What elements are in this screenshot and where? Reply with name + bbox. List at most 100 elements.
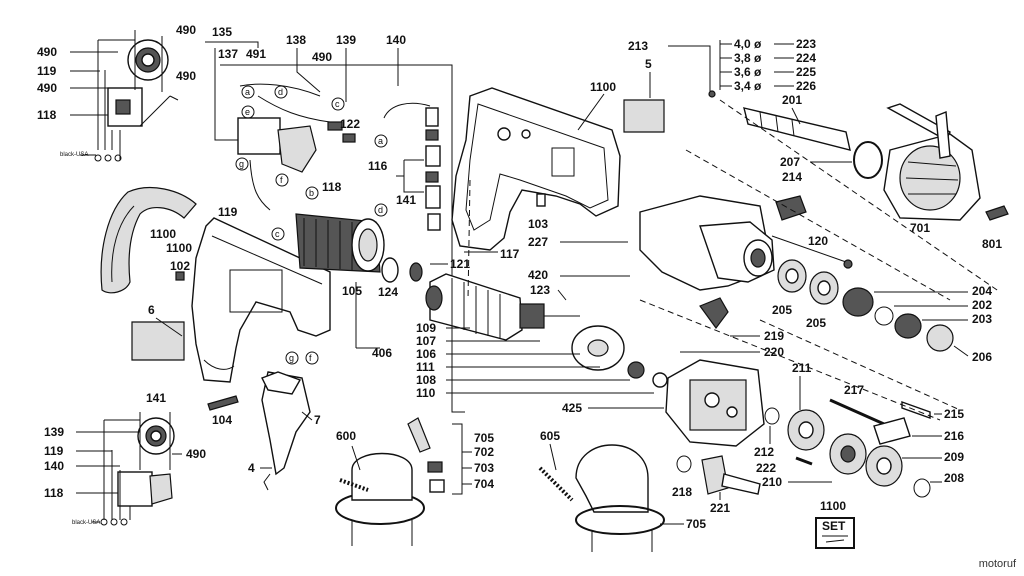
gear-209	[865, 445, 903, 487]
gear-housing	[639, 195, 775, 291]
label-202: 202	[972, 298, 992, 312]
label-702: 702	[474, 445, 494, 459]
plate-704	[429, 479, 445, 493]
label-5: 5	[645, 57, 652, 71]
label-205-a: 205	[772, 303, 792, 317]
part-219	[699, 297, 729, 330]
label-dim-224: 3,8 ø	[734, 51, 762, 65]
label-705-a: 705	[474, 431, 494, 445]
label-119-c: 119	[44, 444, 64, 458]
main-housing	[191, 217, 331, 383]
label-104: 104	[212, 413, 232, 427]
handle-half-left	[100, 186, 197, 294]
label-605: 605	[540, 429, 560, 443]
wiring-schematic-top	[94, 30, 179, 162]
label-116: 116	[368, 159, 388, 173]
label-210: 210	[762, 475, 782, 489]
brush-holders	[383, 102, 441, 231]
lever-702	[407, 417, 431, 453]
spring-215	[901, 401, 931, 419]
letter-g-1: g	[239, 159, 244, 169]
label-dim-226: 3,4 ø	[734, 79, 762, 93]
connector-letters	[235, 85, 388, 241]
label-491: 491	[246, 47, 266, 61]
label-118-b: 118	[322, 180, 342, 194]
label-6: 6	[148, 303, 155, 317]
pin-sizes-list	[719, 40, 732, 90]
set-box	[815, 517, 855, 549]
label-490-e: 490	[312, 50, 332, 64]
label-216: 216	[944, 429, 964, 443]
label-black-usa-b: black-USA	[72, 520, 100, 526]
letter-c-1: c	[335, 99, 340, 109]
label-406: 406	[372, 346, 392, 360]
label-107: 107	[416, 334, 436, 348]
label-207: 207	[780, 155, 800, 169]
pinion-221	[701, 455, 761, 495]
letter-a-1: a	[245, 87, 250, 97]
label-223: 223	[796, 37, 816, 51]
label-106: 106	[416, 347, 436, 361]
label-123: 123	[530, 283, 550, 297]
letter-a-2: a	[378, 136, 383, 146]
label-plate-6	[131, 321, 185, 361]
side-handle-605	[538, 444, 665, 552]
drill-chuck	[883, 103, 981, 221]
shaft-217	[829, 398, 885, 426]
label-135: 135	[212, 25, 232, 39]
label-490-b: 490	[37, 45, 57, 59]
screw-104	[207, 395, 239, 411]
bearing-124	[381, 257, 399, 283]
switch-group	[205, 41, 465, 413]
ring-218	[676, 455, 692, 473]
letter-f-2: f	[309, 353, 312, 363]
part-214	[775, 195, 807, 221]
label-226: 226	[796, 79, 816, 93]
label-218: 218	[672, 485, 692, 499]
label-139-a: 139	[336, 33, 356, 47]
label-141-b: 141	[146, 391, 166, 405]
label-4: 4	[248, 461, 255, 475]
label-704: 704	[474, 477, 494, 491]
label-227: 227	[528, 235, 548, 249]
label-109: 109	[416, 321, 436, 335]
label-801: 801	[982, 237, 1002, 251]
label-222: 222	[756, 461, 776, 475]
label-7: 7	[314, 413, 321, 427]
label-208: 208	[944, 471, 964, 485]
bearing-206	[926, 324, 954, 352]
label-plate-5	[623, 99, 665, 133]
label-set: SET	[822, 519, 846, 533]
label-224: 224	[796, 51, 816, 65]
pin-103	[536, 193, 546, 207]
label-119-b: 119	[218, 205, 238, 219]
label-140-a: 140	[386, 33, 406, 47]
label-117: 117	[500, 247, 520, 261]
label-420: 420	[528, 268, 548, 282]
label-108: 108	[416, 373, 436, 387]
label-139-b: 139	[44, 425, 64, 439]
label-110: 110	[416, 386, 436, 400]
plate-216	[873, 417, 911, 445]
field-coil	[295, 213, 385, 273]
label-138: 138	[286, 33, 306, 47]
label-425: 425	[562, 401, 582, 415]
label-205-b: 205	[806, 316, 826, 330]
label-701: 701	[910, 221, 930, 235]
bearing-121	[409, 262, 423, 282]
label-490-d: 490	[37, 81, 57, 95]
housing-half-center	[451, 87, 621, 251]
label-120: 120	[808, 234, 828, 248]
label-225: 225	[796, 65, 816, 79]
label-217: 217	[844, 383, 864, 397]
label-dim-225: 3,6 ø	[734, 65, 762, 79]
label-111: 111	[416, 360, 435, 374]
label-490-c: 490	[176, 69, 196, 83]
label-102: 102	[170, 259, 190, 273]
label-213: 213	[628, 39, 648, 53]
clutch-210	[829, 433, 867, 475]
label-212: 212	[754, 445, 774, 459]
gear-205-b	[809, 271, 839, 305]
letter-e: e	[245, 107, 250, 117]
